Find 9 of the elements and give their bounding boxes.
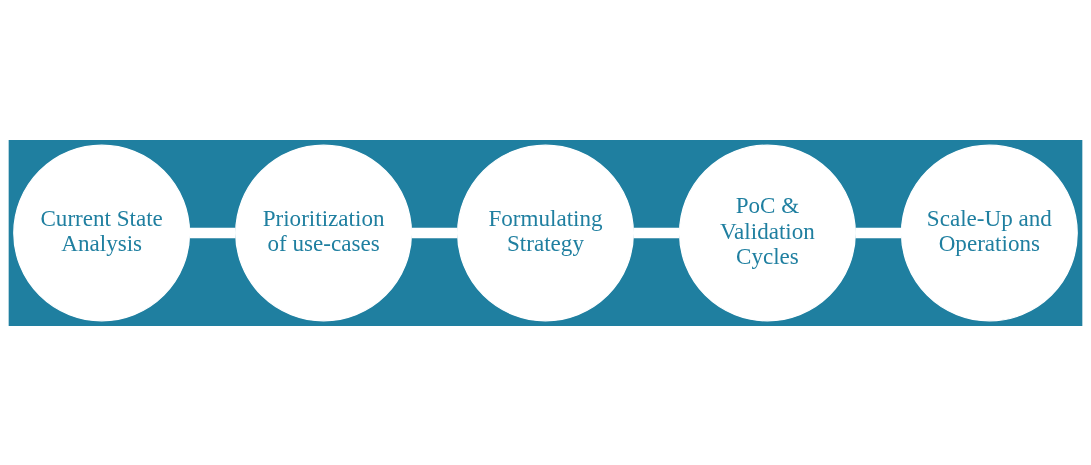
node-circle: Prioritization of use-cases — [235, 144, 413, 321]
connector — [411, 227, 458, 238]
node-circle: PoC & Validation Cycles — [678, 144, 856, 321]
node-circle: Formulating Strategy — [457, 144, 634, 321]
connector — [633, 227, 680, 238]
connector — [855, 227, 902, 238]
node-circle: Scale-Up and Operations — [900, 144, 1078, 321]
connector — [189, 227, 236, 238]
node-circle: Current State Analysis — [13, 144, 191, 321]
